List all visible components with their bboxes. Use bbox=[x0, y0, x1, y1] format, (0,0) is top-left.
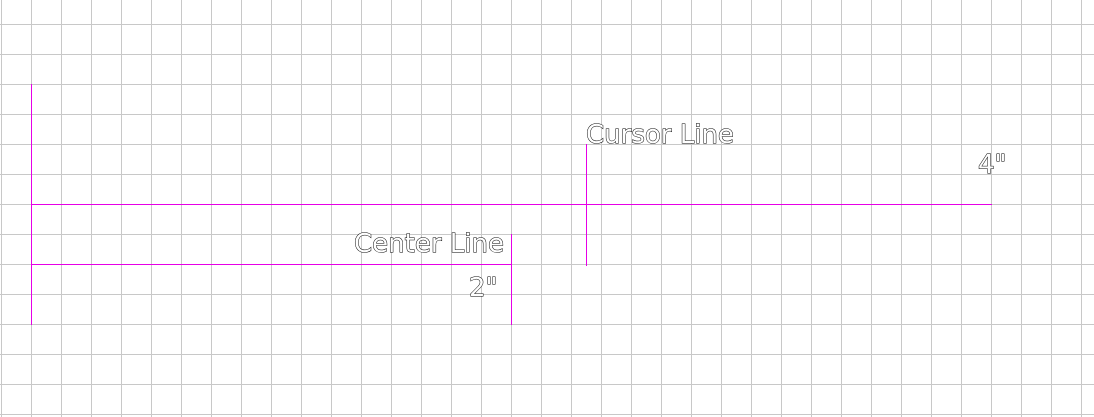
cursor-line-label: Cursor Line bbox=[586, 120, 734, 150]
center-line-label: Center Line bbox=[354, 229, 504, 259]
four-inch-dimension-label: 4" bbox=[978, 150, 1007, 180]
two-inch-dimension-label: 2" bbox=[469, 273, 498, 303]
guide-lines bbox=[31, 84, 992, 325]
